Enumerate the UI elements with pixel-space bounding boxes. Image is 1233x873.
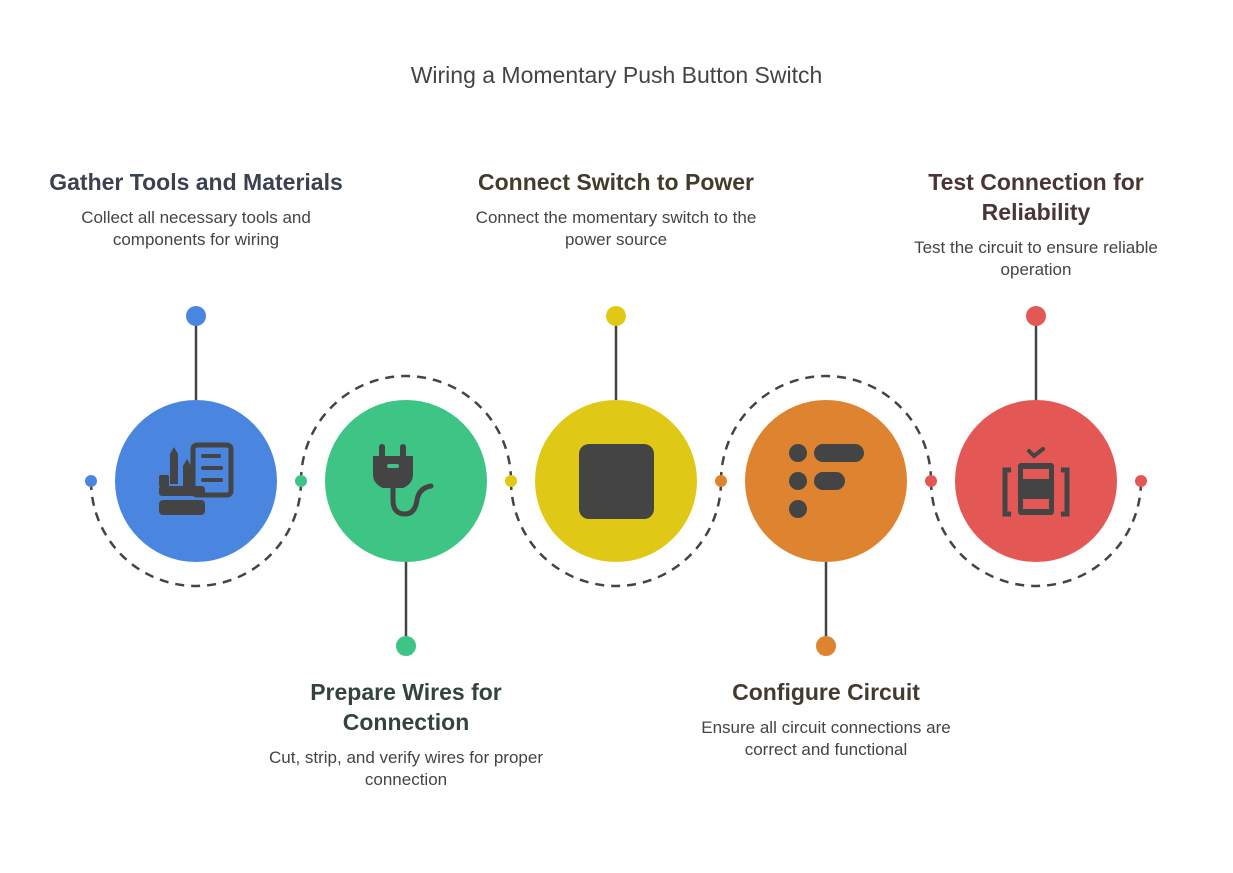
chip-check-icon [1002,447,1070,517]
step-title: Configure Circuit [732,679,920,705]
step-1-text: Gather Tools and Materials Collect all n… [46,167,346,251]
step-description: Cut, strip, and verify wires for proper … [269,748,543,789]
dashed-arc-3 [509,480,723,588]
connector-dot-5 [1026,306,1046,326]
dashed-arc-1 [89,480,303,588]
arc-dot [295,475,307,487]
tools-document-icon [159,442,234,515]
step-description: Ensure all circuit connections are corre… [701,718,951,759]
step-description: Connect the momentary switch to the powe… [475,208,757,249]
arc-dot [1135,475,1147,487]
diagram-title: Wiring a Momentary Push Button Switch [410,62,823,88]
list-config-icon [789,444,864,518]
step-description: Test the circuit to ensure reliable oper… [914,238,1158,279]
arc-dot [85,475,97,487]
arc-dot [505,475,517,487]
step-title: Gather Tools and Materials [49,169,343,195]
dashed-arc-2 [299,374,513,482]
step-description: Collect all necessary tools and componen… [81,208,311,249]
connector-dot-1 [186,306,206,326]
arc-dot [925,475,937,487]
step-4-text: Configure Circuit Ensure all circuit con… [676,677,976,761]
square-button-icon [579,444,654,519]
connector-dot-3 [606,306,626,326]
step-title: Connect Switch to Power [477,169,755,195]
connector-dot-2 [396,636,416,656]
arc-dot [715,475,727,487]
dashed-arc-4 [719,374,933,482]
dashed-arc-5 [929,480,1143,588]
plug-icon [373,444,434,517]
step-5-text: Test Connection for Reliability Test the… [886,167,1186,281]
step-title: Test Connection for Reliability [928,169,1144,225]
step-3-text: Connect Switch to Power Connect the mome… [466,167,766,251]
step-circle-1 [115,400,277,562]
step-2-text: Prepare Wires for Connection Cut, strip,… [256,677,556,791]
step-title: Prepare Wires for Connection [310,679,502,735]
connector-dot-4 [816,636,836,656]
